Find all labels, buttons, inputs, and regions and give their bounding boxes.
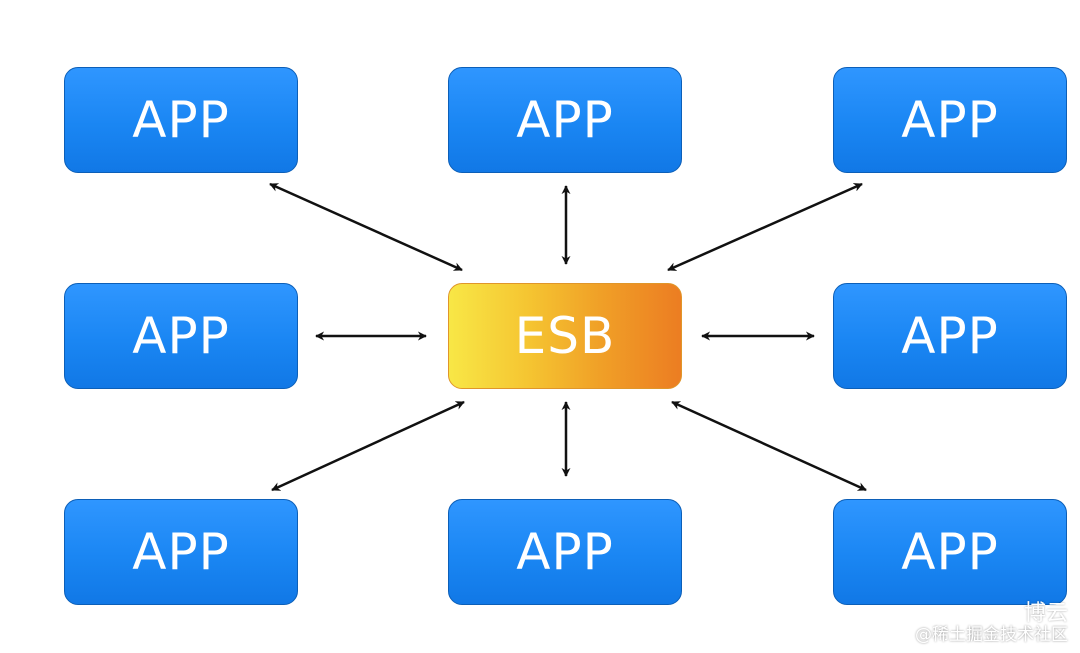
- watermark-source: @稀土掘金技术社区: [915, 625, 1068, 646]
- app-node-middle-left: APP: [64, 283, 298, 389]
- esb-hub-node: ESB: [448, 283, 682, 389]
- app-node-bottom-left: APP: [64, 499, 298, 605]
- watermark: 博云 @稀土掘金技术社区: [875, 601, 1068, 646]
- app-node-top-center: APP: [448, 67, 682, 173]
- watermark-account-name: 博云: [1023, 601, 1068, 627]
- app-node-top-right: APP: [833, 67, 1067, 173]
- arrow-bottom-left: [271, 400, 465, 492]
- app-node-middle-right: APP: [833, 283, 1067, 389]
- arrow-bottom-right: [671, 400, 867, 492]
- arrow-top-right: [667, 182, 863, 272]
- app-node-bottom-right: APP: [833, 499, 1067, 605]
- app-node-top-left: APP: [64, 67, 298, 173]
- app-node-bottom-center: APP: [448, 499, 682, 605]
- wechat-icon: [876, 617, 907, 643]
- arrow-top-left: [269, 182, 463, 272]
